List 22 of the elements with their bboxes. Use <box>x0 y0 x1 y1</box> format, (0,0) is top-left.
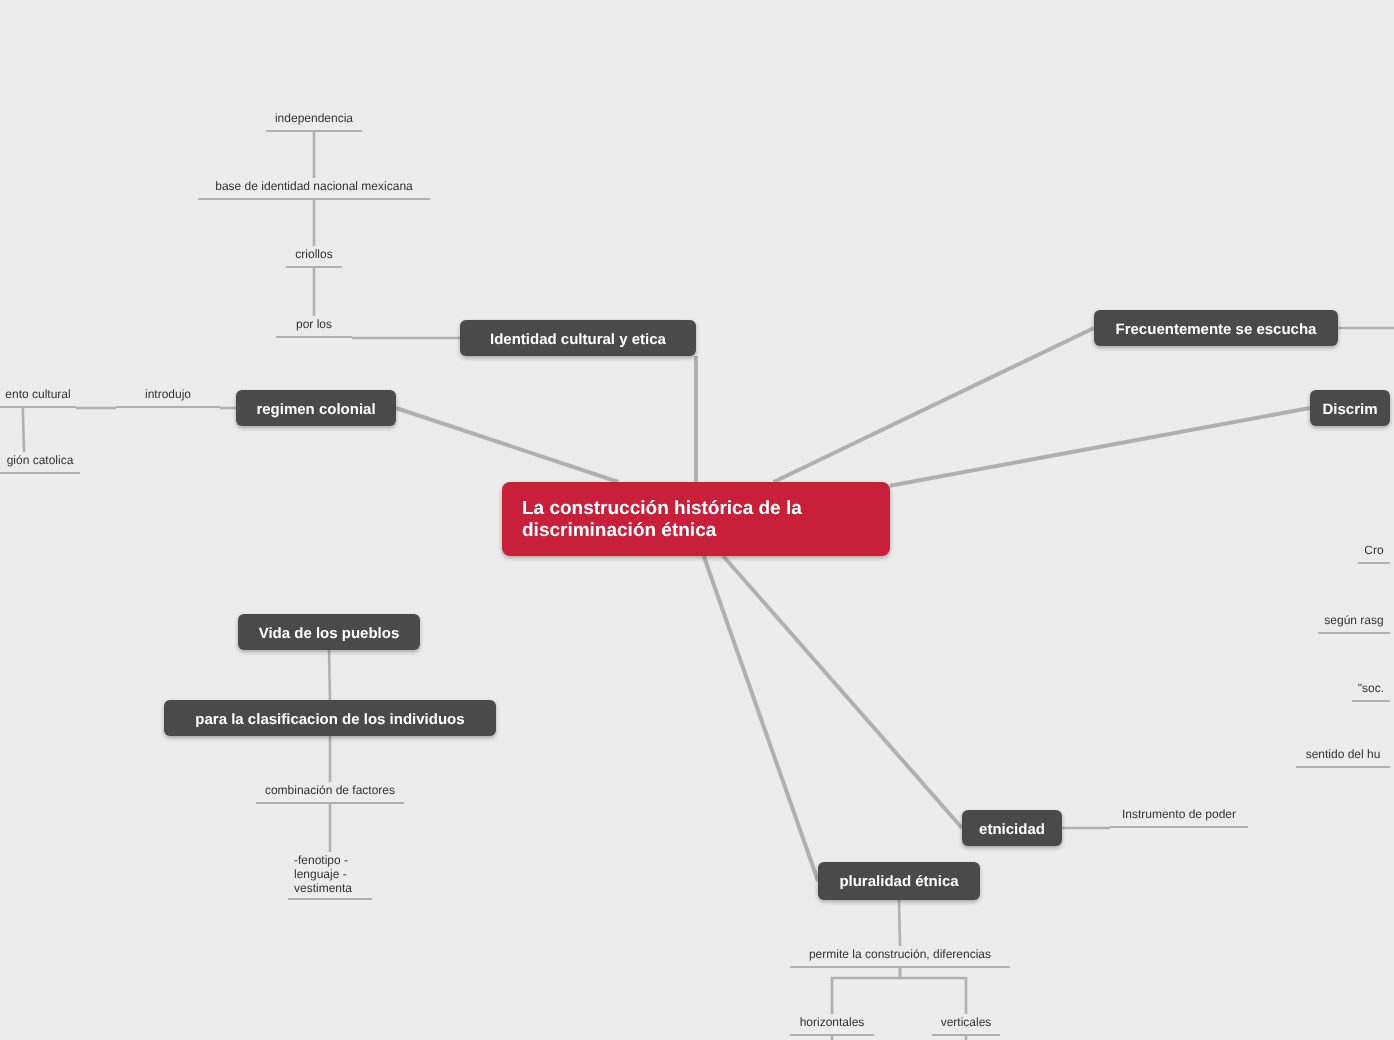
connector-line <box>830 1036 834 1040</box>
connector-line <box>312 132 316 178</box>
connector-line <box>1338 326 1394 330</box>
central-topic-box: La construcción histórica de la discriminación étnica <box>502 482 890 556</box>
connector-line <box>964 1036 968 1040</box>
connector-line <box>76 406 116 410</box>
connector-line <box>328 804 332 852</box>
connector-line <box>898 968 968 1014</box>
connector-line <box>721 554 964 830</box>
connector-line <box>889 406 1311 488</box>
connector-line <box>312 268 316 316</box>
connector-line <box>352 336 460 340</box>
connector-line <box>327 649 332 701</box>
connector-line <box>395 406 620 484</box>
connector-line <box>312 200 316 246</box>
connector-line <box>897 899 902 947</box>
connector-line <box>772 326 1095 484</box>
connector-line <box>21 407 26 453</box>
connector-line <box>328 736 332 782</box>
connector-line <box>694 356 698 482</box>
connector-line <box>701 555 820 882</box>
connector-line <box>1062 826 1110 830</box>
